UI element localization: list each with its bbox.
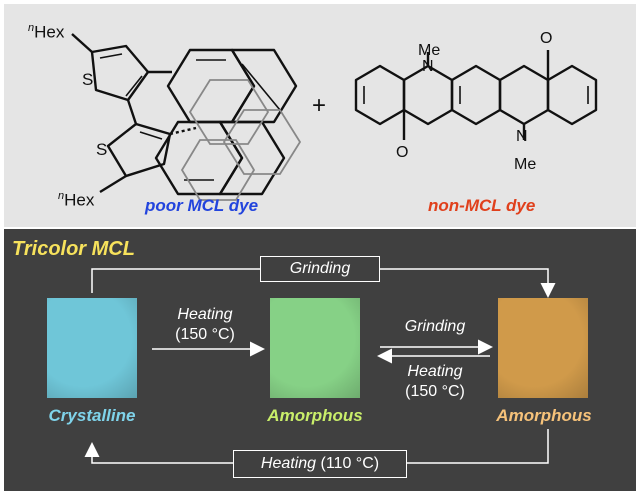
heating-110-box: Heating (110 °C) — [233, 450, 407, 478]
tricolor-mcl-title: Tricolor MCL — [12, 238, 135, 260]
quinacridone-structure — [354, 50, 598, 140]
step1-label: Heating(150 °C) — [175, 306, 235, 343]
state-label-crystalline: Crystalline — [48, 406, 136, 425]
crystalline-sample — [47, 298, 137, 398]
state-label-amorphous-green: Amorphous — [267, 406, 363, 425]
plus-sign: + — [312, 92, 327, 119]
methyl-bottom: Me — [514, 156, 537, 173]
helicene-back-rings — [180, 79, 302, 201]
methyl-top: Me — [418, 42, 441, 59]
non-mcl-dye-label: non-MCL dye — [428, 196, 536, 215]
helicene-structure — [154, 48, 298, 196]
sulfur-atom-1: S — [82, 70, 94, 89]
thiophene-top — [71, 33, 172, 125]
oxygen-bottom: O — [396, 144, 409, 161]
poor-mcl-dye-label: poor MCL dye — [145, 196, 259, 215]
sulfur-atom-2: S — [96, 140, 108, 159]
state-label-amorphous-orange: Amorphous — [496, 406, 592, 425]
structures-svg — [71, 33, 598, 201]
oxygen-top: O — [540, 30, 553, 47]
amorphous-green-sample — [270, 298, 360, 398]
thiophene-bottom — [99, 122, 197, 194]
grinding-box: Grinding — [260, 256, 380, 282]
hex-bottom-label: nHex — [58, 190, 95, 210]
heating-back-label: Heating(150 °C) — [405, 363, 465, 400]
hex-top-label: nHex — [28, 22, 65, 42]
top-panel — [4, 4, 636, 227]
grinding-forward-label: Grinding — [404, 318, 466, 335]
amorphous-orange-sample — [498, 298, 588, 398]
nitrogen-top: N — [422, 58, 434, 75]
nitrogen-bottom: N — [516, 128, 528, 145]
